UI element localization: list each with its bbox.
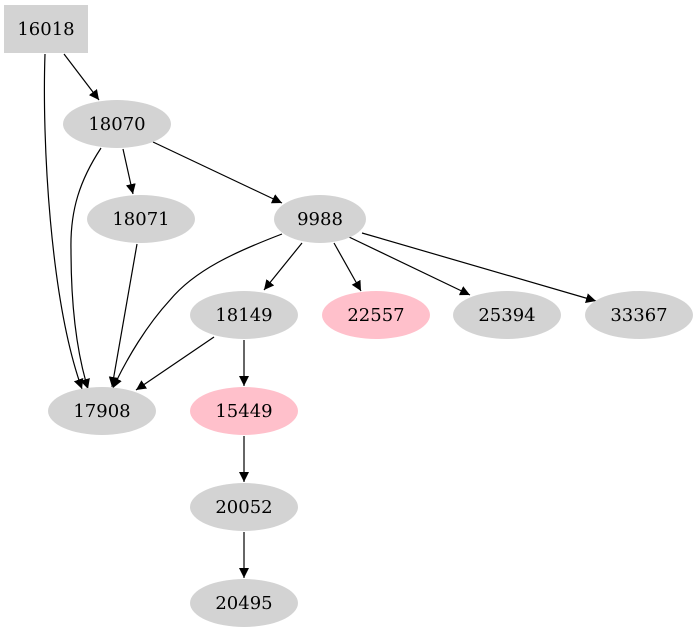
edge-18149-to-17908 xyxy=(135,336,215,391)
node-ellipse xyxy=(48,387,156,435)
node-9988[interactable]: 9988 xyxy=(274,195,366,243)
node-15449[interactable]: 15449 xyxy=(190,387,298,435)
edge-18070-to-9988 xyxy=(152,141,283,204)
edge-18070-to-17908 xyxy=(70,147,102,390)
node-ellipse xyxy=(87,195,195,243)
node-17908[interactable]: 17908 xyxy=(48,387,156,435)
node-label: 15449 xyxy=(215,401,272,422)
edges-layer xyxy=(43,53,597,578)
node-label: 20052 xyxy=(215,497,272,518)
node-ellipse xyxy=(190,387,298,435)
edge-18070-to-18071 xyxy=(122,148,136,195)
node-ellipse xyxy=(190,579,298,627)
edge-16018-to-18070 xyxy=(63,53,100,101)
node-ellipse xyxy=(190,483,298,531)
node-25394[interactable]: 25394 xyxy=(453,291,561,339)
node-ellipse xyxy=(453,291,561,339)
node-label: 18070 xyxy=(88,114,145,135)
node-label: 9988 xyxy=(297,209,343,230)
node-label: 16018 xyxy=(17,19,74,40)
edge-9988-to-22557 xyxy=(333,242,362,292)
edge-9988-to-33367 xyxy=(361,232,597,304)
node-20495[interactable]: 20495 xyxy=(190,579,298,627)
node-ellipse xyxy=(274,195,366,243)
node-label: 33367 xyxy=(610,305,667,326)
node-18149[interactable]: 18149 xyxy=(190,291,298,339)
edge-9988-to-18149 xyxy=(263,242,303,291)
node-18070[interactable]: 18070 xyxy=(63,100,171,148)
node-20052[interactable]: 20052 xyxy=(190,483,298,531)
node-label: 22557 xyxy=(347,305,404,326)
edge-18071-to-17908 xyxy=(108,243,138,388)
edge-16018-to-17908 xyxy=(43,53,84,390)
node-22557[interactable]: 22557 xyxy=(322,291,430,339)
node-ellipse xyxy=(190,291,298,339)
edge-9988-to-25394 xyxy=(348,236,471,296)
node-label: 18149 xyxy=(215,305,272,326)
node-33367[interactable]: 33367 xyxy=(585,291,693,339)
node-18071[interactable]: 18071 xyxy=(87,195,195,243)
nodes-layer: 16018 18070 18071 9988 18149 22557 25394 33367 1… xyxy=(4,5,693,627)
node-ellipse xyxy=(322,291,430,339)
node-label: 25394 xyxy=(478,305,535,326)
node-label: 20495 xyxy=(215,593,272,614)
node-16018[interactable]: 16018 xyxy=(4,5,88,53)
edge-9988-to-17908 xyxy=(112,233,283,389)
node-label: 18071 xyxy=(112,209,169,230)
node-label: 17908 xyxy=(73,401,130,422)
node-box xyxy=(4,5,88,53)
node-ellipse xyxy=(585,291,693,339)
node-ellipse xyxy=(63,100,171,148)
